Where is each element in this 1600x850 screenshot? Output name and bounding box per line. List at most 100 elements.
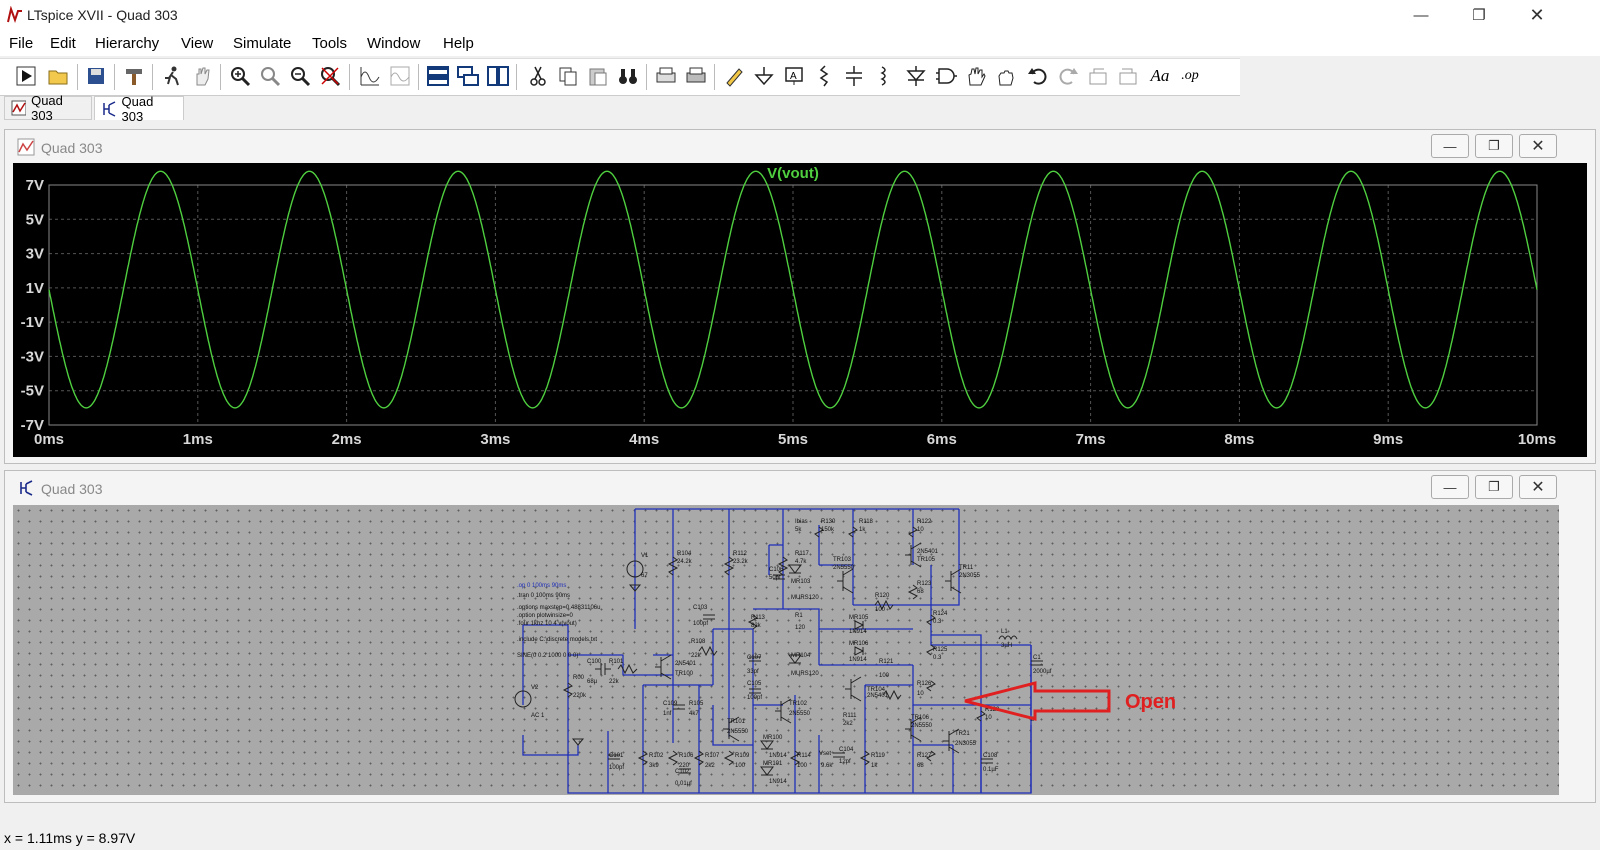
component-button[interactable] — [932, 62, 960, 90]
component-label: 2000µf — [1033, 669, 1052, 675]
rotate-button[interactable] — [1084, 62, 1112, 90]
autorange-button[interactable] — [356, 62, 384, 90]
schematic-components — [514, 526, 1043, 776]
print-button[interactable] — [652, 62, 680, 90]
tab-schematic[interactable]: Quad 303 — [94, 94, 184, 124]
component-label: TR106 — [911, 715, 930, 721]
tab-waveform[interactable]: Quad 303 — [4, 93, 92, 123]
component-label: MURS120 — [791, 595, 819, 601]
control-panel-button[interactable] — [120, 62, 148, 90]
waveform-icon — [11, 100, 27, 116]
menu-tools[interactable]: Tools — [312, 35, 348, 52]
waveform-close-button[interactable]: ✕ — [1519, 134, 1557, 158]
spice-directive[interactable]: .option plotwinsize=0 — [517, 613, 574, 619]
zoom-out-button[interactable] — [286, 62, 314, 90]
component-label: 1N914 — [849, 657, 867, 663]
resistor-button[interactable] — [810, 62, 838, 90]
spice-directive[interactable]: .tran 0 100ms 90ms — [517, 593, 570, 599]
diode-button[interactable] — [902, 62, 930, 90]
component-label: 12pf — [839, 759, 851, 765]
undo-button[interactable] — [1024, 62, 1052, 90]
component-label: 100 — [875, 607, 886, 613]
component-label: TR100 — [675, 671, 694, 677]
waveform-maximize-button[interactable]: ❐ — [1475, 134, 1513, 158]
redo-button[interactable] — [1054, 62, 1082, 90]
cascade-button[interactable] — [454, 62, 482, 90]
spice-directive[interactable]: SINE(0 0.2 1000 0 0 0) — [517, 653, 578, 659]
zoom-icon — [261, 67, 281, 87]
spice-directive[interactable]: .op 0 100ms 90ms — [517, 583, 566, 589]
component-label: C105 — [747, 681, 762, 687]
waveform-minimize-button[interactable]: — — [1431, 134, 1469, 158]
cut-button[interactable] — [524, 62, 552, 90]
component-label: R122 — [917, 519, 932, 525]
copy-button[interactable] — [554, 62, 582, 90]
component-label: 220k — [573, 693, 587, 699]
component-label: 4k7 — [689, 711, 699, 717]
tile-vertical-button[interactable] — [484, 62, 512, 90]
toolbar-separator — [114, 64, 115, 90]
spice-directive[interactable]: .include C:\discrete models.txt — [517, 637, 597, 643]
schematic-maximize-button[interactable]: ❐ — [1475, 475, 1513, 499]
capacitor-button[interactable] — [840, 62, 868, 90]
component-label: 2N3055 — [955, 741, 977, 747]
find-button[interactable] — [614, 62, 642, 90]
component-label: R119 — [871, 753, 886, 759]
pan-button[interactable] — [188, 62, 216, 90]
spice-directive[interactable]: .four 1khz 10 4 v(vout) — [517, 621, 577, 627]
menu-simulate[interactable]: Simulate — [233, 35, 292, 52]
schematic-window: Quad 303 — ❐ ✕ — [4, 470, 1596, 803]
schematic-minimize-button[interactable]: — — [1431, 475, 1469, 499]
menu-window[interactable]: Window — [367, 35, 421, 52]
schematic-window-titlebar: Quad 303 — ❐ ✕ — [5, 471, 1595, 505]
label-net-button[interactable]: A — [780, 62, 808, 90]
minimize-window-button[interactable]: — — [1398, 2, 1444, 28]
spice-directive[interactable]: .options maxstep=0.48831106u — [517, 605, 600, 611]
plot-settings-button[interactable] — [386, 62, 414, 90]
text-button[interactable]: Aa — [1146, 62, 1174, 90]
restore-window-button[interactable]: ❐ — [1456, 2, 1502, 28]
component-label: R121 — [879, 659, 894, 665]
menu-edit[interactable]: Edit — [50, 35, 76, 52]
move-button[interactable] — [962, 62, 990, 90]
inductor-icon — [880, 66, 886, 86]
close-window-button[interactable]: ✕ — [1514, 2, 1560, 28]
menu-help[interactable]: Help — [443, 35, 474, 52]
zoom-fit-button[interactable] — [316, 62, 344, 90]
print-preview-button[interactable] — [682, 62, 710, 90]
schematic-drawing[interactable]: V167R10424.2kR11223.2kIbias5kR130150kR11… — [13, 505, 1559, 795]
drag-button[interactable] — [992, 62, 1020, 90]
spice-directive-button[interactable]: .op — [1176, 62, 1204, 90]
open-button[interactable] — [44, 62, 72, 90]
menu-file[interactable]: File — [9, 35, 34, 52]
running-man-icon — [165, 66, 179, 86]
mirror-button[interactable] — [1114, 62, 1142, 90]
menu-view[interactable]: View — [181, 35, 214, 52]
component-label: L1 — [1001, 629, 1008, 635]
component-label: 2N5550 — [911, 723, 933, 729]
zoom-area-button[interactable] — [256, 62, 284, 90]
ground-button[interactable] — [750, 62, 778, 90]
menu-hierarchy[interactable]: Hierarchy — [95, 35, 160, 52]
open-annotation: Open — [964, 681, 1176, 721]
tile-horizontal-button[interactable] — [424, 62, 452, 90]
inductor-button[interactable] — [870, 62, 898, 90]
net-label-icon: A — [785, 67, 803, 85]
toolbar-separator — [220, 64, 221, 90]
status-bar: x = 1.11ms y = 8.97V — [0, 812, 1600, 850]
component-label: R127 — [917, 753, 932, 759]
y-tick-label: -7V — [21, 417, 44, 434]
component-label: R107 — [705, 753, 720, 759]
run-button[interactable] — [12, 62, 40, 90]
schematic-close-button[interactable]: ✕ — [1519, 475, 1557, 499]
component-label: R113 — [751, 615, 766, 621]
save-button[interactable] — [82, 62, 110, 90]
component-label: R104 — [677, 551, 692, 557]
zoom-in-button[interactable] — [226, 62, 254, 90]
draw-wire-button[interactable] — [720, 62, 748, 90]
paste-button[interactable] — [584, 62, 612, 90]
halt-button[interactable] — [158, 62, 186, 90]
